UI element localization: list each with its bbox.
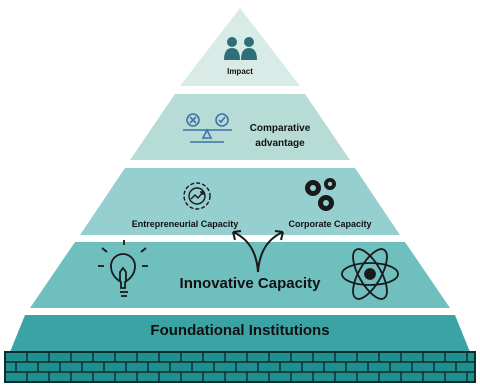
- comparative-advantage-line2: advantage: [255, 138, 305, 149]
- people-icon: [224, 37, 257, 60]
- innovative-capacity-label: Innovative Capacity: [179, 275, 321, 292]
- lightbulb-icon: [98, 240, 148, 297]
- tier-innovative-capacity: [30, 242, 450, 308]
- scale-icon: [183, 113, 232, 143]
- gear-progress-icon: [183, 182, 211, 210]
- corporate-capacity-label: Corporate Capacity: [288, 219, 372, 229]
- comparative-advantage-line1: Comparative: [249, 123, 311, 134]
- gears-icon: [305, 178, 336, 211]
- brick-wall: [4, 351, 476, 383]
- tier-foundational-institutions: [10, 315, 470, 352]
- atom-icon: [341, 248, 399, 300]
- split-arrow-icon: [232, 230, 284, 273]
- entrepreneurial-capacity-label: Entrepreneurial Capacity: [131, 219, 239, 229]
- impact-label: Impact: [227, 67, 253, 76]
- tier-comparative-advantage: [130, 94, 350, 160]
- foundational-institutions-label: Foundational Institutions: [150, 322, 330, 339]
- tier-impact: [180, 8, 300, 86]
- comparative-advantage-label: Comparative advantage: [235, 121, 325, 151]
